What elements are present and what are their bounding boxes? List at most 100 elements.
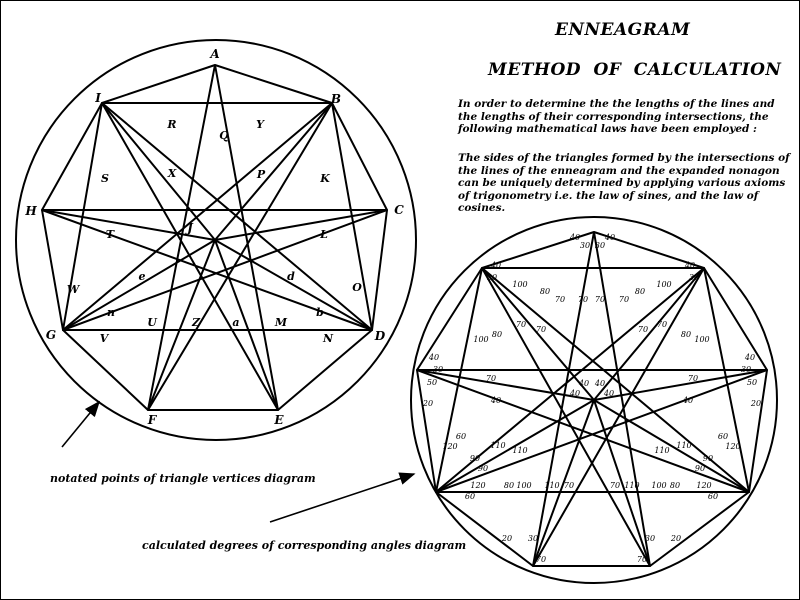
angle-label: 90	[478, 464, 488, 473]
angle-label: 60	[465, 492, 475, 501]
angle-label: 80	[492, 330, 502, 339]
label-D: D	[374, 329, 386, 343]
left-star-lines	[41, 64, 388, 411]
label-A: A	[209, 47, 219, 61]
intro-paragraph: In order to determine the the lengths of…	[458, 98, 775, 135]
page-title: ENNEAGRAM	[555, 20, 691, 40]
left-caption-arrow	[61, 400, 101, 448]
label-H: H	[24, 204, 37, 218]
label-N: N	[322, 332, 334, 345]
angle-label: 80	[681, 330, 691, 339]
calculated-angles-diagram	[410, 216, 778, 584]
left-vertex-labels: A B C D E F G H I J	[24, 47, 404, 427]
label-R: R	[166, 118, 176, 131]
angle-label: 50	[747, 378, 757, 387]
left-diagram-caption: notated points of triangle vertices diag…	[50, 472, 316, 485]
right-caption-arrow	[269, 472, 416, 523]
angle-label: 70	[536, 325, 546, 334]
angle-label: 70	[578, 295, 588, 304]
angle-label: 120	[725, 442, 740, 451]
label-C: C	[394, 203, 404, 217]
angle-label: 90	[695, 464, 705, 473]
angle-label: 40	[490, 396, 501, 405]
label-n: n	[107, 306, 115, 319]
angle-label: 100	[516, 481, 531, 490]
angle-label: 40	[603, 389, 614, 398]
angle-label: 70	[595, 295, 605, 304]
label-W: W	[67, 283, 81, 296]
label-L: L	[319, 228, 328, 241]
angle-label: 40	[578, 379, 589, 388]
left-star-lines	[41, 102, 388, 411]
label-X: X	[167, 167, 177, 180]
angle-label: 70	[688, 374, 698, 383]
angle-label: 30	[487, 273, 497, 282]
method-paragraph: The sides of the triangles formed by the…	[458, 152, 790, 214]
angle-label: 40	[684, 261, 695, 270]
angle-label: 80	[540, 287, 550, 296]
angle-label: 40	[744, 353, 755, 362]
label-M: M	[274, 316, 288, 329]
label-V: V	[100, 332, 110, 345]
angle-label: 40	[569, 389, 580, 398]
angle-label: 120	[696, 481, 711, 490]
right-star-lines	[416, 267, 768, 567]
right-nonagon	[416, 231, 768, 567]
angle-label: 40	[490, 261, 501, 270]
angle-label: 70	[486, 374, 496, 383]
angle-label: 70	[610, 481, 620, 490]
angle-label: 100	[473, 335, 488, 344]
angle-label: 70	[516, 320, 526, 329]
label-Z: Z	[191, 316, 201, 329]
label-T: T	[106, 228, 115, 241]
angle-label: 60	[708, 492, 718, 501]
angle-label: 80	[635, 287, 645, 296]
angle-label: 110	[544, 481, 559, 490]
right-angle-labels: 40 30 30 40 40 30 40 30 100 80 80 100 70…	[422, 233, 761, 564]
label-U: U	[147, 316, 158, 329]
angle-label: 100	[694, 335, 709, 344]
right-outer-circle	[410, 216, 778, 584]
angle-label: 30	[595, 241, 605, 250]
angle-label: 100	[651, 481, 666, 490]
label-J: J	[185, 221, 194, 235]
angle-label: 70	[638, 325, 648, 334]
angle-label: 70	[619, 295, 629, 304]
angle-label: 120	[470, 481, 485, 490]
label-O: O	[352, 281, 362, 294]
label-S: S	[101, 172, 109, 185]
angle-label: 20	[670, 534, 681, 543]
angle-label: 40	[428, 353, 439, 362]
label-b: b	[316, 306, 324, 319]
label-d: d	[287, 270, 295, 283]
label-a: a	[232, 316, 239, 329]
angle-label: 90	[703, 454, 713, 463]
angle-label: 70	[657, 320, 667, 329]
angle-label: 110	[624, 481, 639, 490]
angle-label: 100	[656, 280, 671, 289]
angle-label: 80	[670, 481, 680, 490]
angle-label: 20	[422, 399, 433, 408]
angle-label: 110	[490, 441, 505, 450]
angle-label: 80	[504, 481, 514, 490]
angle-label: 110	[676, 441, 691, 450]
angle-label: 40	[594, 379, 605, 388]
label-G: G	[46, 328, 56, 342]
angle-label: 40	[569, 233, 580, 242]
label-Q: Q	[219, 129, 229, 142]
angle-label: 60	[718, 432, 728, 441]
angle-label: 40	[682, 396, 693, 405]
label-B: B	[330, 92, 341, 106]
angle-label: 60	[456, 432, 466, 441]
angle-label: 70	[564, 481, 574, 490]
angle-label: 110	[512, 446, 527, 455]
label-F: F	[147, 413, 158, 427]
page-subtitle: METHOD OF CALCULATION	[488, 60, 782, 80]
notated-points-diagram	[15, 39, 417, 441]
angle-label: 70	[555, 295, 565, 304]
label-P: P	[256, 168, 266, 181]
label-E: E	[273, 413, 284, 427]
label-K: K	[319, 172, 330, 185]
angle-label: 20	[750, 399, 761, 408]
